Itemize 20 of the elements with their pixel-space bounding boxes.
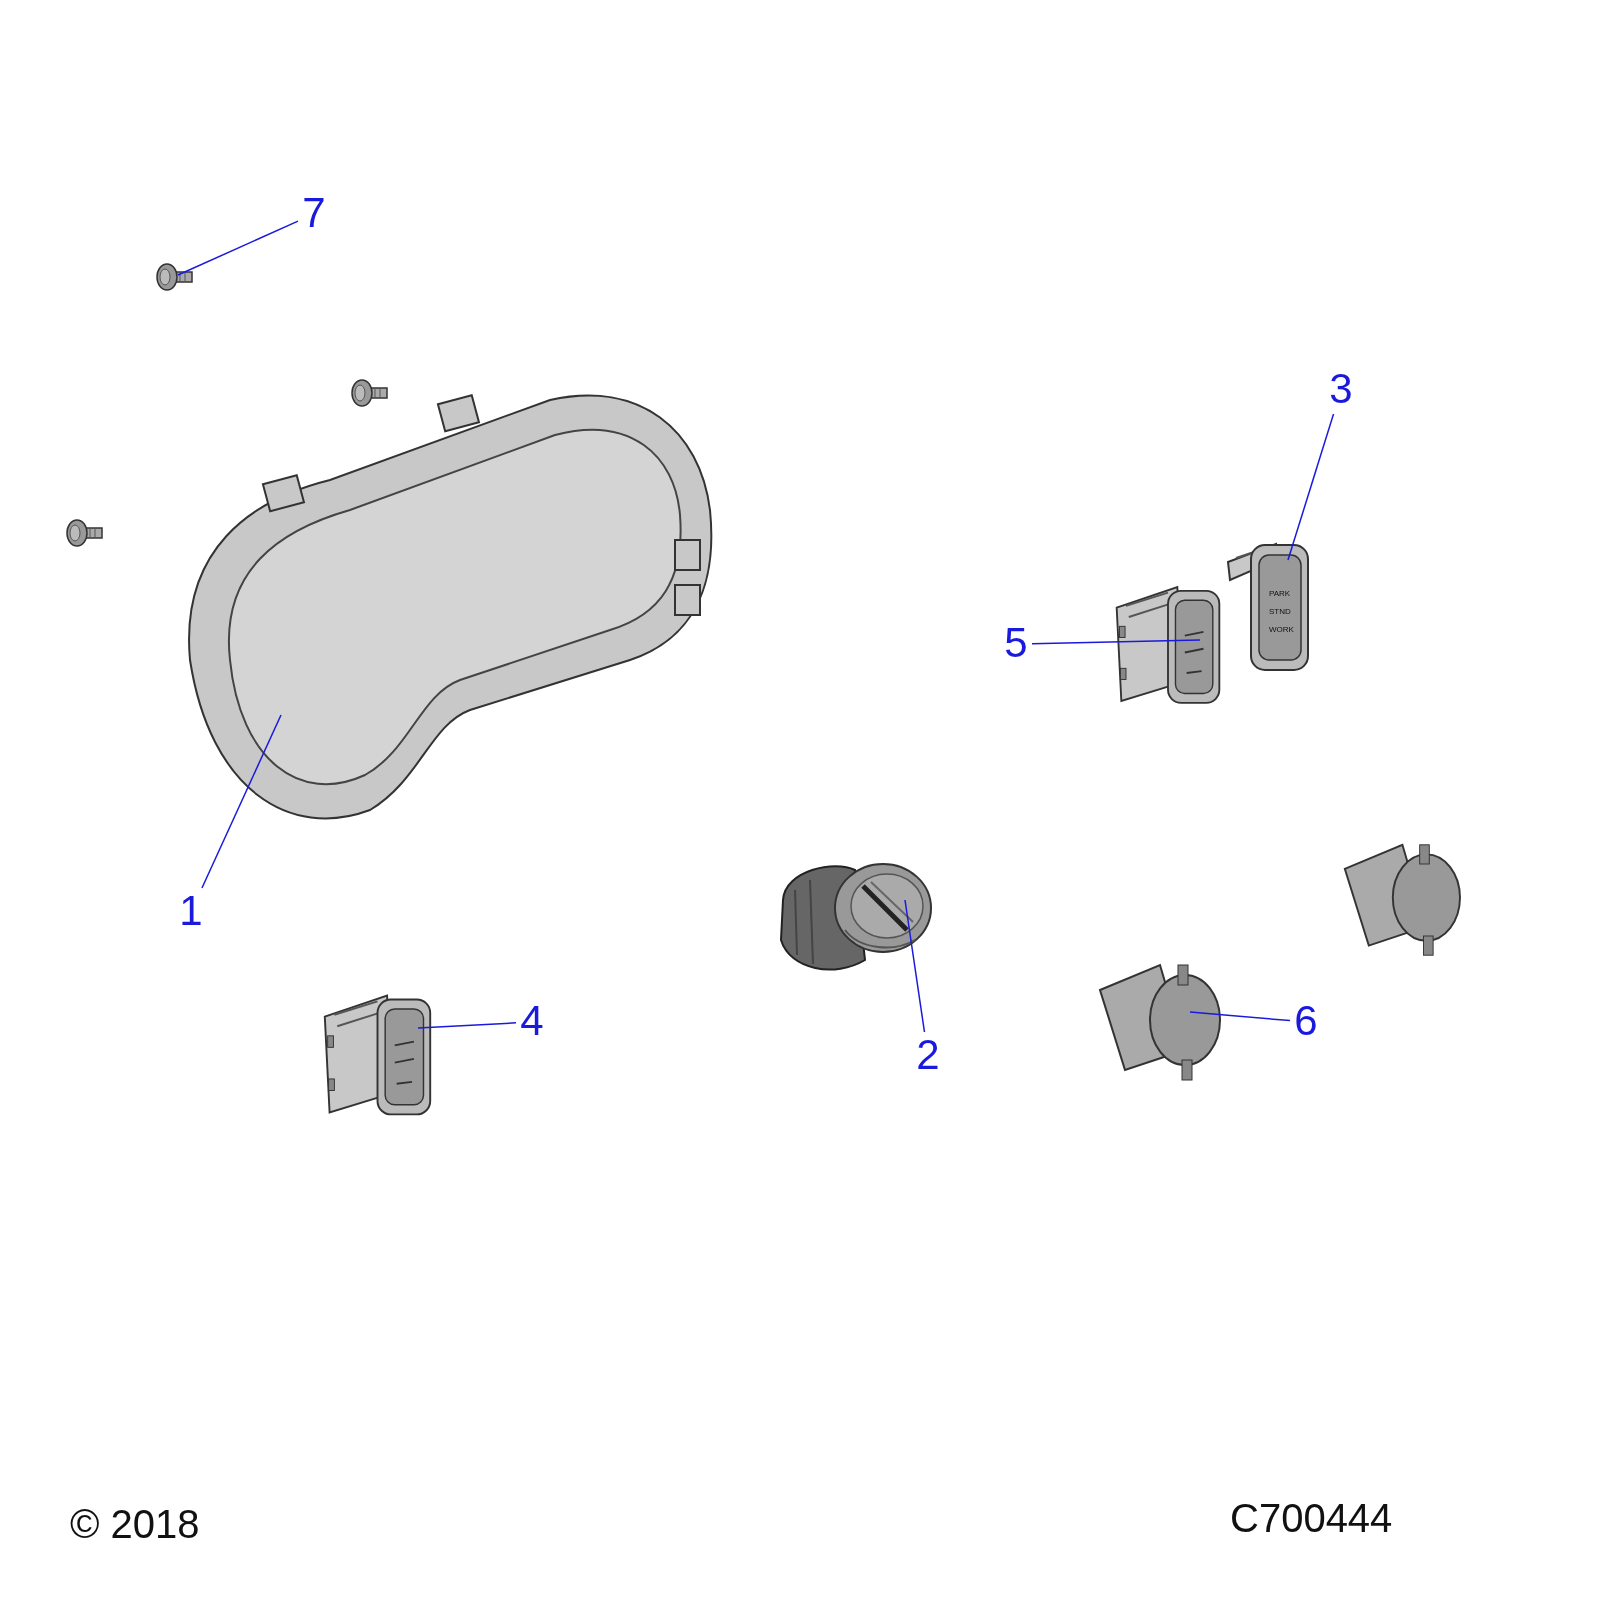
leader-line — [417, 1022, 517, 1029]
leader-line — [201, 714, 282, 889]
callout-number: 7 — [298, 190, 330, 238]
callout-number: 1 — [175, 888, 207, 936]
leader-line — [177, 220, 299, 276]
callout-number: 3 — [1325, 366, 1357, 414]
leader-line — [1031, 639, 1201, 645]
leader-line — [1287, 413, 1335, 561]
switch-legend-text: WORK — [1269, 626, 1294, 635]
leader-line — [1189, 1011, 1291, 1022]
leader-line — [904, 899, 926, 1033]
screw-drawing — [155, 262, 195, 292]
callout-number: 5 — [1000, 620, 1032, 668]
callout-number: 4 — [516, 998, 548, 1046]
callout-number: 2 — [912, 1032, 944, 1080]
copyright-text: © 2018 — [70, 1502, 200, 1546]
switch-legend-text: STND — [1269, 608, 1291, 617]
callout-number: 6 — [1290, 998, 1322, 1046]
switch-legend-text: PARK — [1269, 590, 1291, 599]
drawing-number: C700444 — [1230, 1496, 1393, 1540]
